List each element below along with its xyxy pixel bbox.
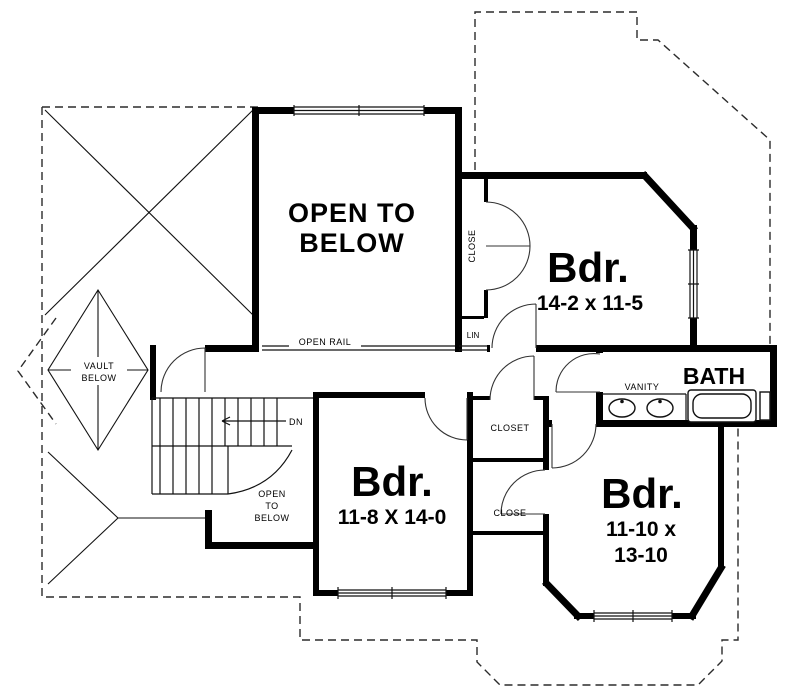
door-bath bbox=[555, 352, 601, 393]
wall-bdr1-top bbox=[455, 172, 647, 179]
open-rail-label-bg bbox=[289, 336, 361, 348]
door-gap-bath bbox=[595, 353, 604, 392]
wall-hall-left bbox=[150, 345, 156, 400]
wall-closet-top-stub-left bbox=[473, 396, 490, 400]
bedroom-center-label: Bdr. bbox=[351, 458, 433, 505]
window-bdr2 bbox=[337, 587, 447, 599]
stairwell-open-label-line2: TO bbox=[265, 501, 278, 511]
roof-edge-far-left-gable bbox=[17, 317, 57, 425]
wall-closet-strip-stub-top bbox=[484, 179, 488, 202]
wall-bdr1-angled bbox=[640, 171, 698, 233]
stairwell-open-label-line3: BELOW bbox=[254, 513, 289, 523]
door-bdr2 bbox=[424, 397, 468, 441]
door-bdr3 bbox=[551, 423, 597, 469]
bedroom-top-dims: 14-2 x 11-5 bbox=[537, 292, 644, 315]
windows bbox=[293, 104, 699, 622]
roof-overhang-outline bbox=[17, 11, 771, 686]
bedroom-bottom-dims-line2: 13-10 bbox=[614, 544, 668, 567]
wall-closet-right-lower bbox=[543, 514, 549, 586]
door-gap-bdr3 bbox=[552, 419, 596, 428]
stairwell-open-label-line1: OPEN bbox=[258, 489, 286, 499]
stair-curve bbox=[227, 449, 293, 495]
door-arcs bbox=[160, 201, 601, 515]
staircase bbox=[151, 397, 313, 495]
wall-bath-left-stub-top bbox=[596, 345, 603, 354]
wall-closet-bottom bbox=[473, 531, 548, 535]
wall-closet-strip-stub-bottom bbox=[484, 290, 488, 318]
wall-stair-bottom bbox=[205, 542, 319, 549]
wall-otb-left bbox=[252, 107, 259, 352]
sink-right bbox=[646, 398, 674, 418]
linen-door-lines bbox=[459, 345, 487, 351]
vanity-label: VANITY bbox=[625, 382, 660, 392]
wall-closet-top-stub-right bbox=[534, 396, 548, 400]
vanity-counter bbox=[602, 393, 687, 420]
stair-treads-lower bbox=[159, 446, 213, 494]
bedroom-top-label: Bdr. bbox=[547, 244, 629, 291]
hip-line-lower bbox=[47, 517, 119, 585]
wall-bdr2-left bbox=[313, 392, 319, 596]
closet-close-upper-label: CLOSE bbox=[467, 229, 477, 262]
stair-treads-upper bbox=[159, 398, 278, 446]
wall-bath-top bbox=[690, 345, 777, 352]
hip-line-lower bbox=[47, 451, 119, 519]
bathtub-inner bbox=[692, 393, 752, 419]
wall-closet-right-upper bbox=[543, 396, 549, 470]
hip-line bbox=[44, 109, 254, 316]
wall-otb-right bbox=[455, 107, 462, 352]
window-otb bbox=[293, 105, 425, 116]
door-gap-bdr1 bbox=[490, 343, 536, 354]
vault-label-bg bbox=[71, 357, 127, 385]
bath-label: BATH bbox=[683, 363, 745, 389]
stairs-down-label: DN bbox=[289, 417, 303, 427]
faucet-right bbox=[658, 399, 662, 404]
wall-bdr3-right bbox=[718, 420, 724, 570]
window-bdr3 bbox=[593, 610, 673, 622]
wall-corner-stub bbox=[455, 345, 462, 352]
roof-edge-left-bottom bbox=[41, 107, 739, 686]
door-hall-left bbox=[160, 347, 206, 393]
wall-bath-right bbox=[770, 345, 777, 427]
closet-label: CLOSET bbox=[490, 423, 529, 433]
stair-direction-arrow bbox=[221, 416, 286, 426]
door-closet-strip-double bbox=[485, 201, 531, 291]
labels: OPEN TO BELOW OPEN RAIL CLOSE LIN Bdr. 1… bbox=[81, 198, 745, 567]
linen-cabinet bbox=[759, 391, 771, 421]
bath-fixtures bbox=[602, 389, 771, 423]
wall-hall-top-left bbox=[205, 345, 259, 352]
open-rail-label: OPEN RAIL bbox=[299, 337, 352, 347]
wall-linen-top bbox=[462, 316, 484, 319]
door-closet-hall bbox=[489, 355, 535, 401]
faucet-left bbox=[620, 399, 624, 404]
door-openings bbox=[425, 343, 604, 428]
closet-close-lower-label: CLOSE bbox=[493, 508, 526, 518]
vault-label-line1: VAULT bbox=[84, 361, 114, 371]
roof-edge-top-right bbox=[474, 11, 771, 345]
door-closet-lower bbox=[500, 469, 546, 515]
left-roof-hip-lines bbox=[44, 109, 254, 585]
stair-frame bbox=[151, 397, 313, 495]
wall-bdr2-right bbox=[467, 392, 473, 596]
bedroom-center-dims: 11-8 X 14-0 bbox=[338, 506, 447, 529]
railings bbox=[262, 336, 487, 351]
wall-bdr1-bottom bbox=[487, 345, 697, 352]
sink-left bbox=[608, 398, 636, 418]
wall-closet-mid bbox=[473, 458, 548, 462]
wall-bath-left-stub-bottom bbox=[596, 392, 603, 427]
open-to-below-label-line2: BELOW bbox=[299, 228, 405, 258]
open-to-below-label-line1: OPEN TO bbox=[288, 198, 416, 228]
bedroom-bottom-label: Bdr. bbox=[601, 470, 683, 517]
door-bdr1 bbox=[491, 303, 537, 349]
wall-bdr3-top bbox=[545, 420, 725, 427]
bedroom-bottom-dims-line1: 11-10 x bbox=[606, 518, 676, 541]
wall-stair-left-stub bbox=[205, 510, 212, 549]
wall-bdr2-top bbox=[313, 392, 473, 398]
wall-bdr3-angled-right bbox=[687, 563, 726, 621]
vault-label-line2: BELOW bbox=[81, 373, 116, 383]
door-gap-bdr2 bbox=[425, 391, 467, 399]
window-bdr1 bbox=[688, 249, 699, 319]
wall-bdr3-angled-left bbox=[542, 579, 583, 621]
linen-label: LIN bbox=[467, 331, 480, 340]
